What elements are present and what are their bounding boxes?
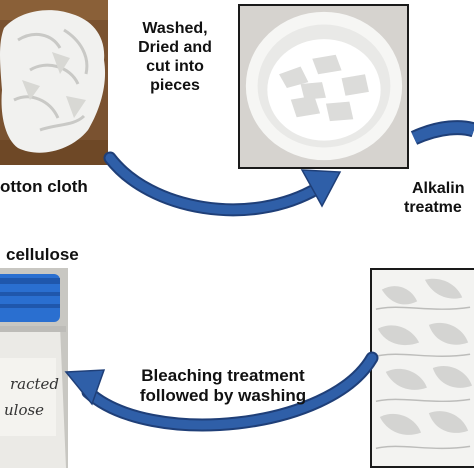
label-alkaline-line2: treatme <box>404 198 462 216</box>
label-washed-line3: cut into <box>146 57 204 75</box>
bottle-label-line2: ulose <box>4 401 45 419</box>
label-bleaching-step: Bleaching treatment followed by washing <box>116 366 330 406</box>
label-alkaline-step: Alkalin treatme <box>404 180 465 218</box>
label-cotton-cloth: otton cloth <box>0 177 88 196</box>
label-washed-line4: pieces <box>150 76 200 94</box>
photo-cotton-cloth <box>0 0 108 165</box>
photo-cut-pieces <box>238 4 409 169</box>
bottle-label-line1: racted <box>10 375 60 393</box>
label-washed-step: Washed, Dried and cut into pieces <box>120 20 230 96</box>
label-washed-line2: Dried and <box>138 38 212 56</box>
label-extracted-cellulose: cellulose <box>6 245 79 264</box>
label-bleaching-line2: followed by washing <box>139 386 307 406</box>
photo-bleached-cellulose <box>370 268 474 468</box>
label-bleaching-line1: Bleaching treatment <box>141 366 305 385</box>
label-alkaline-line1: Alkalin <box>412 180 465 197</box>
photo-extracted-cellulose: racted ulose <box>0 268 68 468</box>
label-washed-line1: Washed, <box>142 20 208 37</box>
arrow-alkaline-icon <box>410 120 474 145</box>
bottle-cap-icon <box>0 274 60 322</box>
